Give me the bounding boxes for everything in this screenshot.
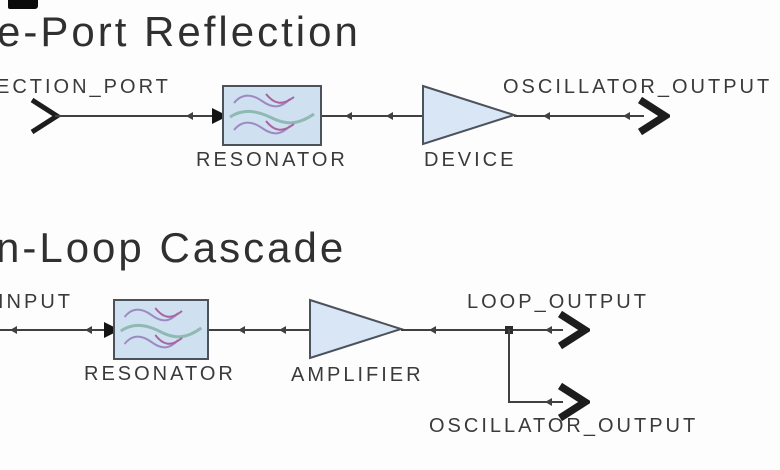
- oscillator-output-label: OSCILLATOR_OUTPUT: [503, 76, 773, 98]
- oscillator-output-arrow-icon: [557, 383, 590, 421]
- wire: [322, 115, 423, 117]
- resonator-wave-icon: [119, 307, 203, 349]
- loop-output-arrow-icon: [557, 311, 590, 349]
- input-label: INPUT: [0, 291, 73, 313]
- wire: [509, 401, 563, 403]
- diagram-title: n-Loop Cascade: [0, 224, 347, 271]
- amplifier-triangle-symbol: [309, 298, 404, 360]
- wire: [508, 329, 510, 403]
- wire-tick: [543, 112, 550, 120]
- wire-tick: [623, 112, 630, 120]
- wire-tick: [279, 326, 286, 334]
- amplifier-label: AMPLIFIER: [291, 364, 424, 386]
- wire: [514, 115, 644, 117]
- wire-tick: [345, 112, 352, 120]
- wire: [55, 115, 222, 117]
- resonator-label: RESONATOR: [84, 363, 236, 385]
- wire-tick: [85, 326, 92, 334]
- reflection-port-label: ECTION_PORT: [0, 76, 171, 98]
- wire-tick: [10, 326, 17, 334]
- device-label: DEVICE: [424, 149, 517, 171]
- wire-tick: [429, 326, 436, 334]
- oscillator-output-label: OSCILLATOR_OUTPUT: [429, 415, 699, 437]
- wire-tick: [545, 326, 552, 334]
- diagram-title: e-Port Reflection: [0, 8, 361, 55]
- resonator-label: RESONATOR: [196, 149, 348, 171]
- resonator-wave-icon: [229, 93, 315, 135]
- output-port-arrow-icon: [637, 97, 670, 135]
- wire-tick: [238, 326, 245, 334]
- wire: [0, 329, 113, 331]
- cropped-logo-artifact: [8, 0, 38, 9]
- resonator-block: [113, 299, 209, 360]
- loop-output-label: LOOP_OUTPUT: [467, 291, 649, 313]
- wire-tick: [386, 112, 393, 120]
- wire-tick: [186, 112, 193, 120]
- wire: [401, 329, 563, 331]
- wire: [209, 329, 310, 331]
- resonator-block: [222, 85, 322, 146]
- device-triangle-symbol: [422, 84, 517, 146]
- wire-tick: [545, 398, 552, 406]
